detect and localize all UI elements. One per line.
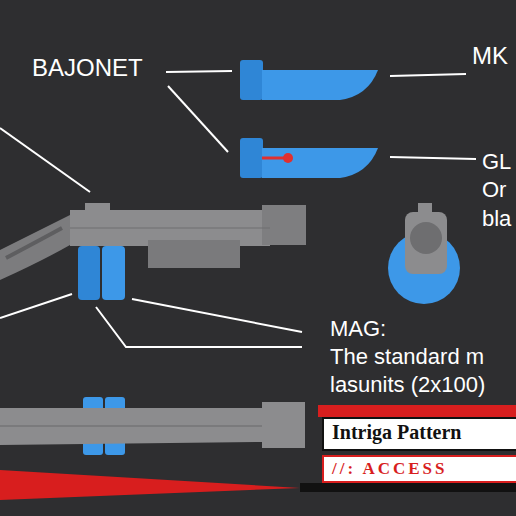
part-label: BAJONET [32, 55, 143, 81]
part-label: The standard m [330, 345, 484, 369]
part-label: MAG: [330, 317, 386, 341]
rifle-side [0, 203, 306, 300]
part-label: Or [482, 178, 506, 202]
rifle-top [0, 397, 305, 455]
rifle-front [388, 203, 460, 304]
title-box: //: ACCESS [322, 455, 516, 483]
leader-lines [0, 71, 476, 347]
part-label: lasunits (2x100) [330, 373, 485, 397]
bayonet-mk [240, 60, 378, 100]
part-label: MK [472, 43, 508, 69]
title-text: Intriga Pattern [332, 421, 510, 444]
part-label: GL [482, 150, 511, 174]
title-box: Intriga Pattern [322, 417, 516, 451]
bayonet-gl [240, 138, 378, 178]
part-label: bla [482, 207, 511, 231]
title-text: //: ACCESS [332, 459, 510, 479]
